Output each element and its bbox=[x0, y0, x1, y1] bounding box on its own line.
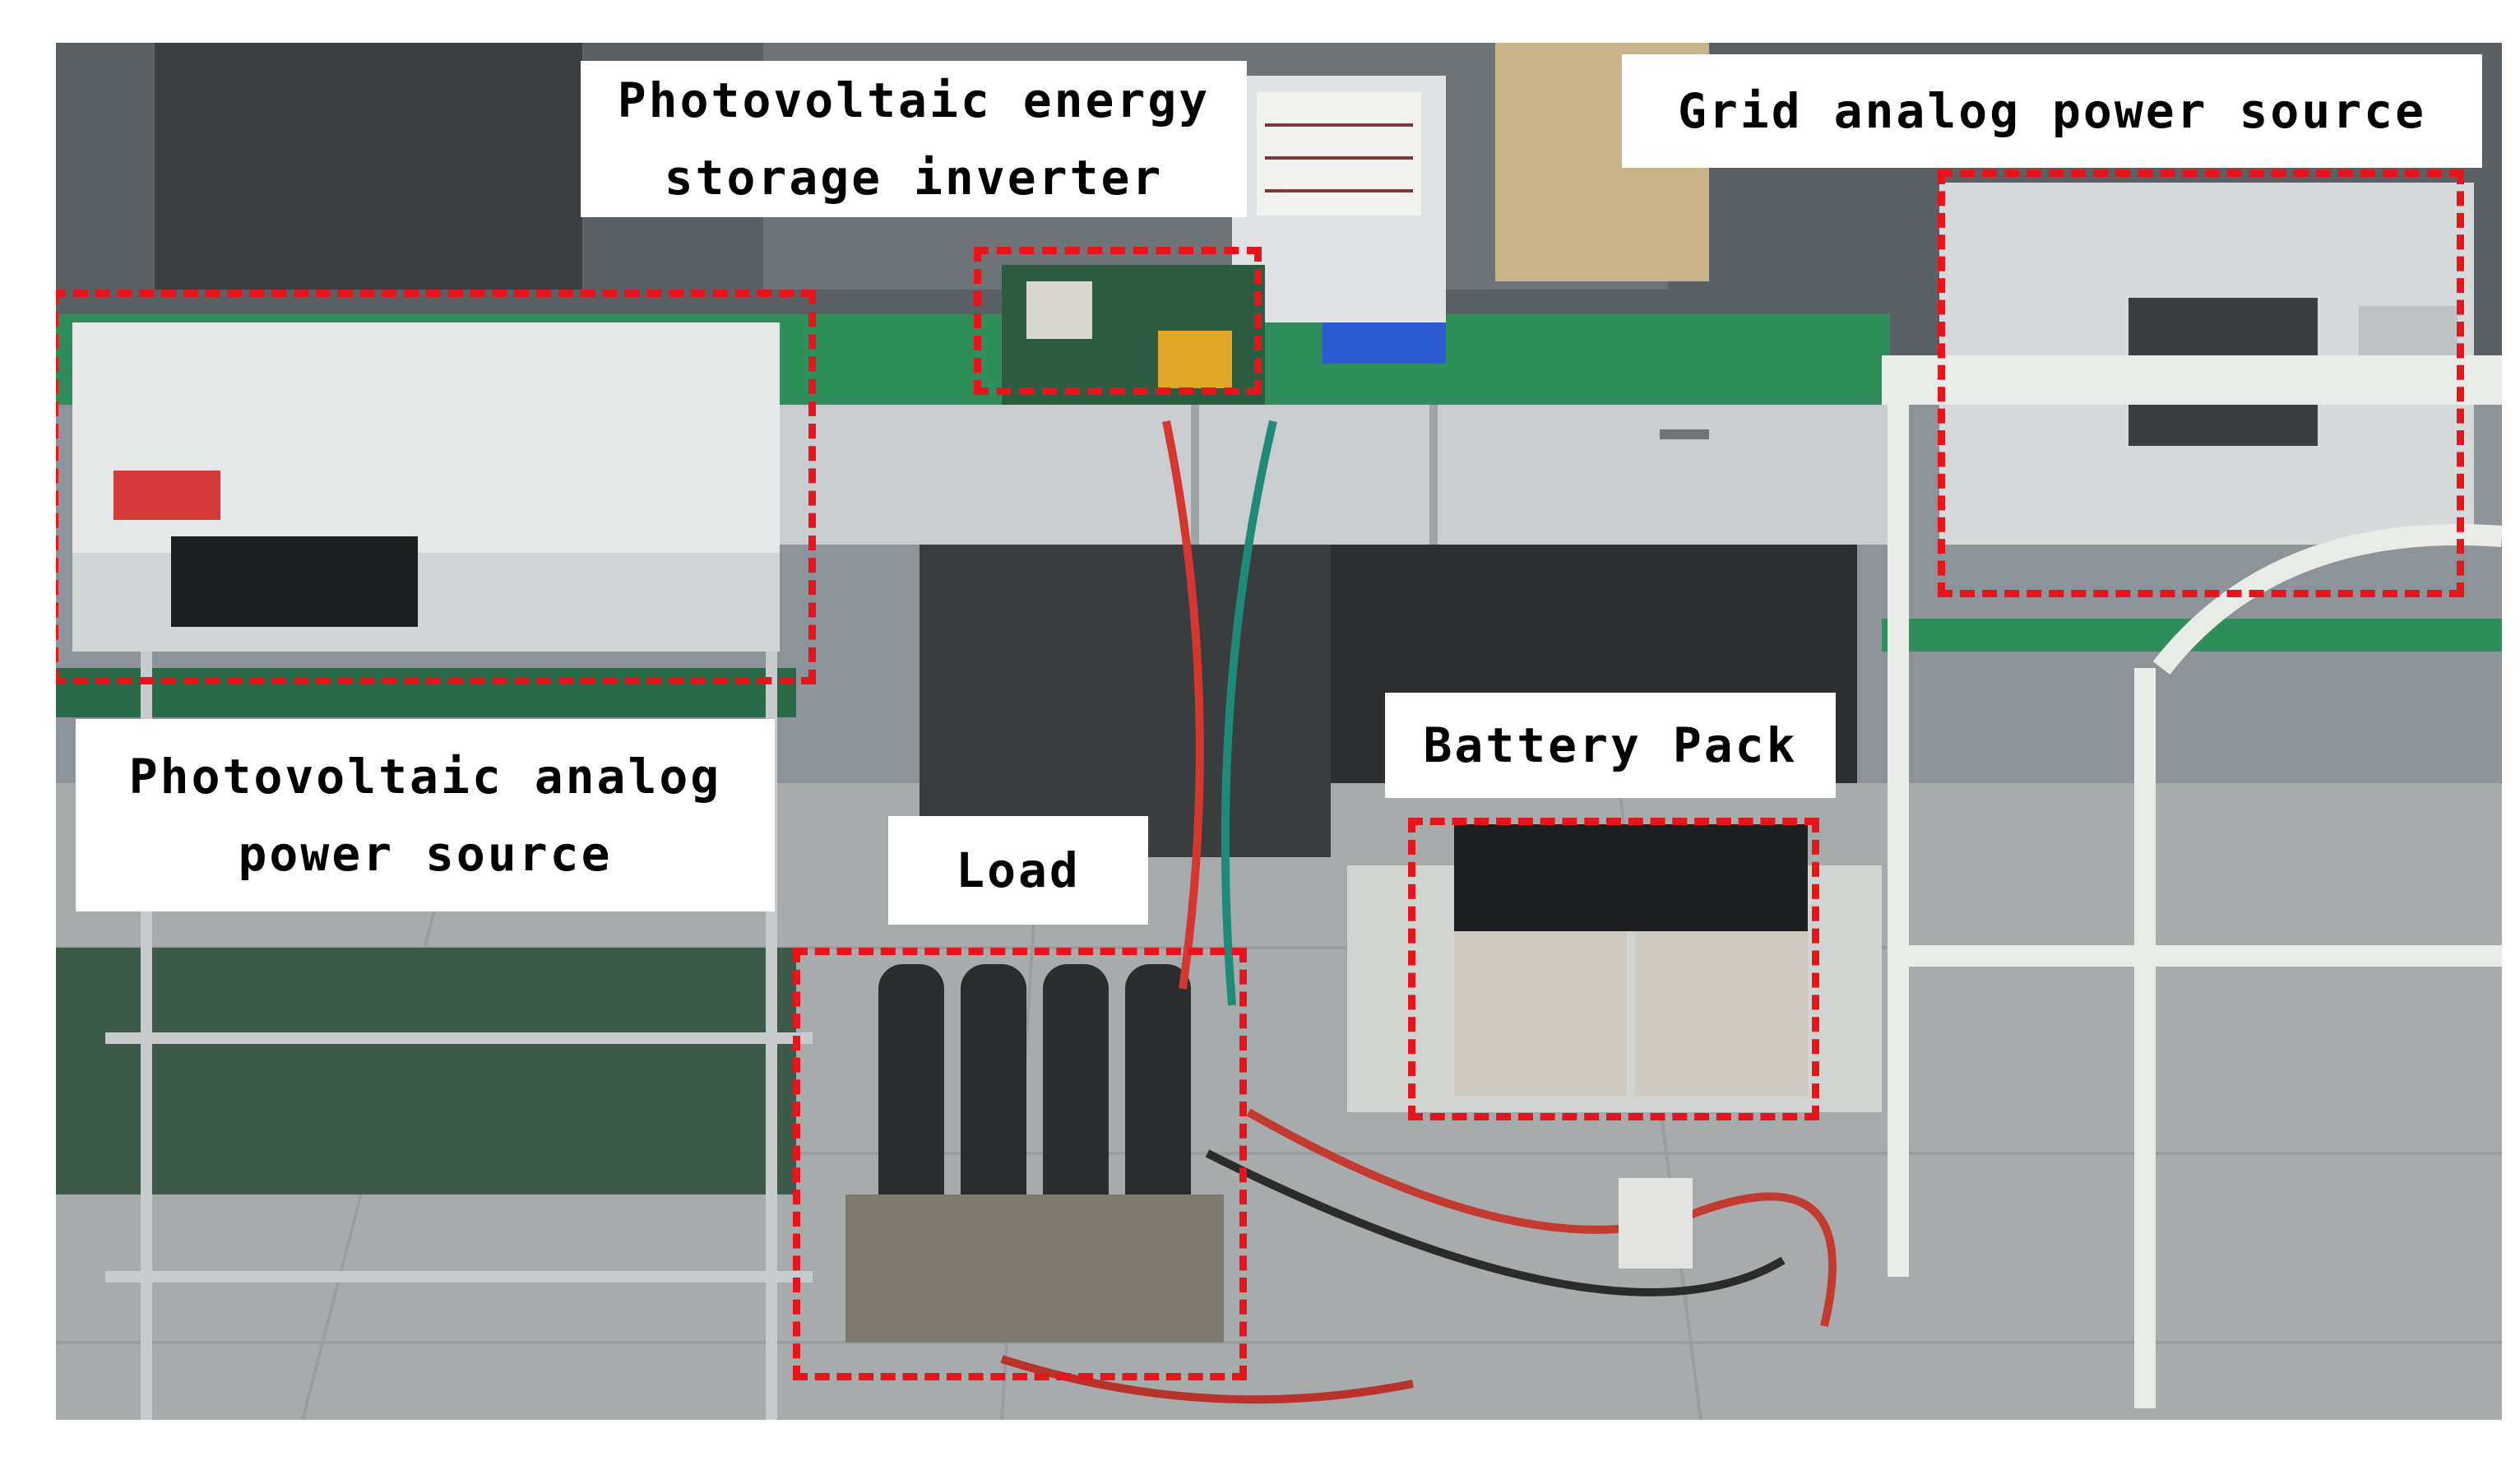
lab-scene-illustration bbox=[56, 43, 2502, 1420]
pv-source-label-line1: Photovoltaic analog bbox=[128, 749, 722, 805]
lab-photo: Photovoltaic energy storage inverter Gri… bbox=[56, 43, 2502, 1420]
pv-source-label: Photovoltaic analog power source bbox=[76, 719, 775, 911]
battery-pack-label-text: Battery Pack bbox=[1423, 717, 1798, 773]
grid-source-label: Grid analog power source bbox=[1622, 54, 2482, 168]
pv-source-label-line2: power source bbox=[238, 826, 613, 882]
load-label-text: Load bbox=[956, 842, 1081, 898]
battery-pack-label: Battery Pack bbox=[1385, 693, 1836, 798]
grid-source-label-text: Grid analog power source bbox=[1677, 83, 2427, 139]
inverter-label-line2: storage inverter bbox=[664, 150, 1164, 206]
inverter-label: Photovoltaic energy storage inverter bbox=[581, 61, 1247, 217]
load-label: Load bbox=[888, 816, 1148, 925]
inverter-label-line1: Photovoltaic energy bbox=[617, 72, 1211, 128]
